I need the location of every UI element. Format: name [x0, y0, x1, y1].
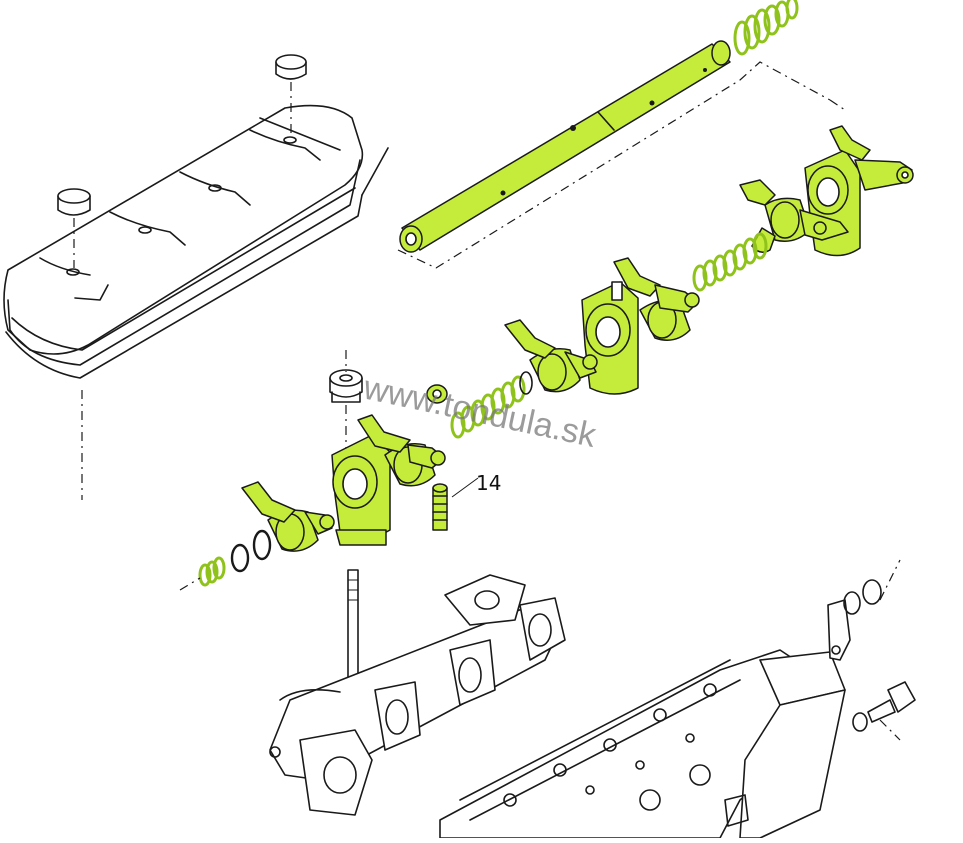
adjusting-screw — [432, 483, 448, 531]
bracket-and-washers — [827, 559, 916, 741]
end-spring-top — [733, 0, 799, 56]
castle-nut — [329, 350, 363, 448]
exhaust-manifold — [269, 574, 566, 816]
rocker-assembly-middle — [504, 257, 700, 395]
valve-cover — [3, 104, 389, 379]
callout-14: 14 — [451, 471, 501, 498]
spring-left — [450, 371, 533, 439]
rocker-shaft — [397, 40, 846, 269]
spring-middle — [692, 232, 768, 292]
cover-nut-right — [275, 54, 307, 135]
cylinder-head — [439, 649, 846, 839]
rocker-assembly-right — [739, 125, 914, 257]
left-end-rings — [179, 529, 272, 591]
rocker-assembly-left — [241, 414, 446, 552]
callout-label: 14 — [476, 471, 501, 495]
small-nut — [426, 384, 448, 404]
cover-nut-left — [57, 188, 91, 268]
